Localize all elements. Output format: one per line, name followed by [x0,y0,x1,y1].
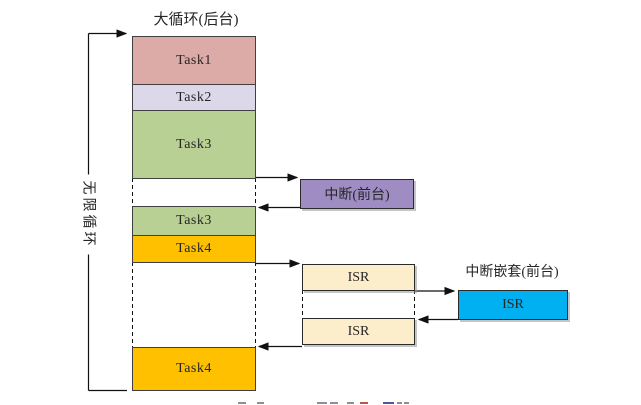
task3-block: Task3 [132,110,256,179]
task2-block: Task2 [132,84,256,111]
task4-label: Task4 [176,241,212,256]
task1-label: Task1 [176,52,212,68]
task3-resume-block: Task3 [132,206,256,236]
interrupt-foreground-box: 中断(前台) [300,179,414,209]
task4-resume-label: Task4 [176,361,212,376]
isr-second-box: ISR [302,318,415,345]
isr-second-label: ISR [347,323,370,339]
task3-label: Task3 [176,136,212,152]
isr-first-box: ISR [302,264,415,291]
isr-first-label: ISR [347,269,370,285]
infinite-loop-label: 无限循环 [79,174,97,255]
cropped-caption-fragment [0,402,641,405]
nested-isr-label: ISR [502,297,524,312]
nested-isr-box: ISR [458,290,568,320]
background-loop-title: 大循环(后台) [153,12,239,28]
nested-interrupt-title: 中断嵌套(前台) [465,265,559,280]
task1-block: Task1 [132,36,256,85]
task3-resume-label: Task3 [176,213,212,228]
task4-block: Task4 [132,235,256,263]
task4-resume-block: Task4 [132,347,256,391]
interrupt-foreground-label: 中断(前台) [324,188,390,203]
task2-label: Task2 [176,89,212,105]
